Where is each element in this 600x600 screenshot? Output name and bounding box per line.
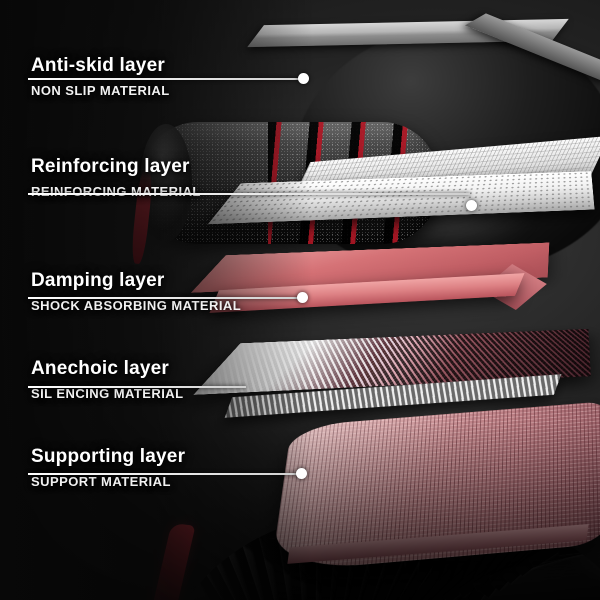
leader-line-anechoic bbox=[28, 386, 246, 388]
leader-line-supporting bbox=[28, 473, 300, 475]
callout-anechoic: Anechoic layer SIL ENCING MATERIAL bbox=[28, 358, 308, 401]
callout-title-supporting: Supporting layer bbox=[31, 446, 186, 467]
callout-reinforcing: Reinforcing layer REINFORCING MATERIAL bbox=[28, 156, 308, 199]
callout-material-supporting: SUPPORT MATERIAL bbox=[31, 474, 171, 489]
leader-line-damping bbox=[28, 297, 300, 299]
leader-line-anti-skid bbox=[28, 78, 303, 80]
leader-dot-damping bbox=[297, 292, 308, 303]
callout-material-reinforcing: REINFORCING MATERIAL bbox=[31, 184, 201, 199]
leader-dot-anti-skid bbox=[298, 73, 309, 84]
callout-supporting: Supporting layer SUPPORT MATERIAL bbox=[28, 446, 308, 489]
callout-anti-skid: Anti-skid layer NON SLIP MATERIAL bbox=[28, 55, 308, 98]
callout-material-damping: SHOCK ABSORBING MATERIAL bbox=[31, 298, 242, 313]
callout-material-anechoic: SIL ENCING MATERIAL bbox=[31, 386, 184, 401]
callout-title-damping: Damping layer bbox=[31, 270, 165, 291]
callout-damping: Damping layer SHOCK ABSORBING MATERIAL bbox=[28, 270, 308, 313]
leader-line-reinforcing bbox=[28, 193, 470, 195]
callout-title-anti-skid: Anti-skid layer bbox=[31, 55, 165, 76]
callout-title-reinforcing: Reinforcing layer bbox=[31, 156, 190, 177]
leader-dot-reinforcing bbox=[466, 200, 477, 211]
callout-material-anti-skid: NON SLIP MATERIAL bbox=[31, 83, 170, 98]
callout-title-anechoic: Anechoic layer bbox=[31, 358, 169, 379]
leader-dot-supporting bbox=[296, 468, 307, 479]
